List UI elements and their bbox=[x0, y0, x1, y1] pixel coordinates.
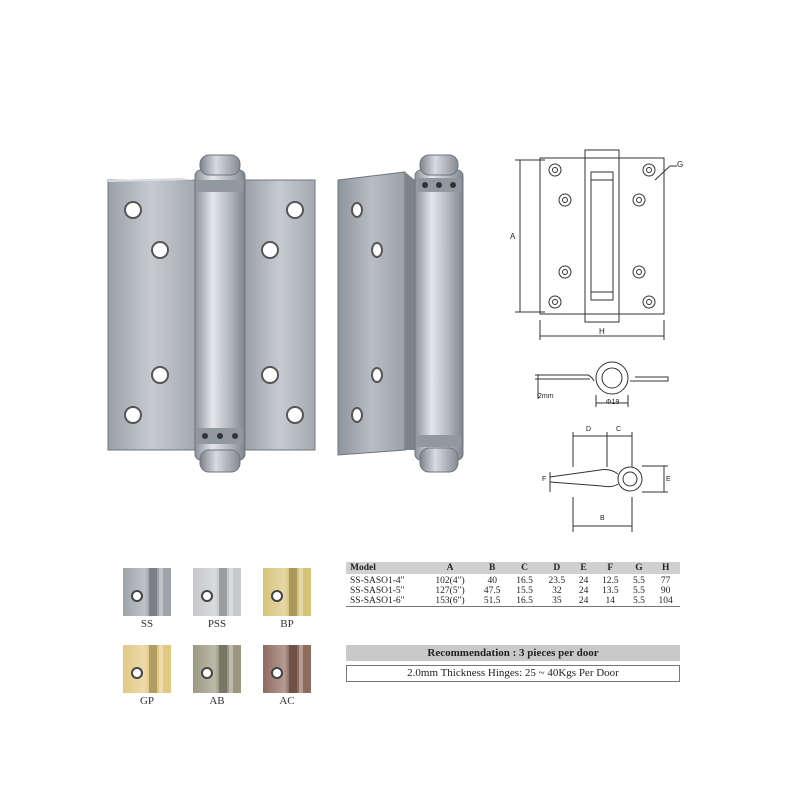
spec-table-cell: SS-SASO1-4" bbox=[350, 576, 405, 586]
finish-swatch-ss bbox=[123, 568, 171, 616]
spec-table-cell: 102(4") bbox=[435, 576, 465, 586]
dim-label-e: E bbox=[666, 476, 671, 483]
spec-table-cell: 16.5 bbox=[516, 576, 533, 586]
hinge-front-photo bbox=[105, 150, 320, 480]
finish-label-ac: AC bbox=[279, 695, 295, 707]
spec-header-cell: Model bbox=[346, 562, 424, 574]
spec-table-cell: SS-SASO1-6" bbox=[350, 596, 405, 606]
spec-header-cell: C bbox=[508, 562, 541, 574]
technical-drawing-section: 2mm Φ19 bbox=[530, 355, 675, 415]
dim-label-thickness: 2mm bbox=[538, 393, 554, 400]
finish-label-gp: GP bbox=[139, 695, 155, 707]
spec-table-cell: 16.5 bbox=[516, 596, 533, 606]
spec-table-cell: 23.5 bbox=[548, 576, 566, 586]
finish-label-pss: PSS bbox=[207, 618, 227, 630]
spec-header-cell: G bbox=[626, 562, 652, 574]
spec-table-cell: 90 bbox=[660, 586, 671, 596]
spec-table-cell: 15.5 bbox=[516, 586, 533, 596]
dim-label-a: A bbox=[510, 232, 516, 241]
spec-header-cell: B bbox=[476, 562, 509, 574]
spec-table-row: SS-SASO1-6" 153(6") 51.5 16.5 35 24 14 5.5 104 bbox=[346, 596, 680, 607]
finish-label-bp: BP bbox=[280, 618, 294, 630]
spec-table-cell: 14 bbox=[605, 596, 616, 606]
dim-label-d: D bbox=[586, 426, 592, 433]
spec-table-cell: 5.5 bbox=[632, 576, 645, 586]
hinge-side-photo bbox=[335, 150, 470, 480]
finish-swatch-ab bbox=[193, 645, 241, 693]
finish-swatch-pss bbox=[193, 568, 241, 616]
technical-drawing-profile: D C F E B bbox=[540, 422, 675, 537]
finish-label-ab: AB bbox=[209, 695, 225, 707]
dim-label-g: G bbox=[677, 160, 684, 169]
spec-table-row: SS-SASO1-4" 102(4") 40 16.5 23.5 24 12.5 5.5 77 bbox=[346, 574, 680, 586]
spec-header-cell: D bbox=[540, 562, 573, 574]
spec-table-cell: 153(6") bbox=[435, 596, 465, 606]
finish-swatch-ac bbox=[263, 645, 311, 693]
spec-table-cell: 104 bbox=[658, 596, 673, 606]
spec-table-cell: 40 bbox=[487, 576, 497, 586]
spec-table-cell: 47.5 bbox=[483, 586, 501, 596]
dim-label-b: B bbox=[600, 515, 605, 522]
spec-header-cell: E bbox=[572, 562, 595, 574]
finish-label-ss: SS bbox=[140, 618, 154, 630]
spec-table-cell: 35 bbox=[552, 596, 562, 606]
spec-table-cell: 13.5 bbox=[601, 586, 619, 596]
dim-label-h: H bbox=[599, 327, 605, 336]
dim-label-c: C bbox=[616, 426, 622, 433]
technical-drawing-front: A G H bbox=[505, 140, 690, 350]
spec-table-cell: 5.5 bbox=[632, 596, 645, 606]
finish-swatch-bp bbox=[263, 568, 311, 616]
spec-table-cell: 77 bbox=[660, 576, 671, 586]
spec-table-row: SS-SASO1-5" 127(5") 47.5 15.5 32 24 13.5 5.5 90 bbox=[346, 586, 680, 596]
spec-table-cell: 12.5 bbox=[601, 576, 619, 586]
dim-label-f: F bbox=[542, 476, 547, 483]
finish-swatch-gp bbox=[123, 645, 171, 693]
spec-table-cell: 24 bbox=[578, 586, 589, 596]
spec-table-cell: 24 bbox=[578, 576, 589, 586]
spec-table-cell: 51.5 bbox=[483, 596, 501, 606]
spec-header-cell: A bbox=[424, 562, 477, 574]
dim-label-diameter: Φ19 bbox=[606, 399, 620, 406]
spec-table-cell: 127(5") bbox=[435, 586, 465, 596]
spec-header-cell: F bbox=[594, 562, 627, 574]
spec-table-cell: 5.5 bbox=[632, 586, 645, 596]
spec-table-cell: 32 bbox=[552, 586, 562, 596]
spec-header-cell: H bbox=[651, 562, 680, 574]
thickness-note: 2.0mm Thickness Hinges: 25 ~ 40Kgs Per D… bbox=[346, 665, 680, 682]
spec-table-cell: SS-SASO1-5" bbox=[350, 586, 405, 596]
spec-table-cell: 24 bbox=[578, 596, 589, 606]
recommendation-banner: Recommendation : 3 pieces per door bbox=[346, 645, 680, 661]
